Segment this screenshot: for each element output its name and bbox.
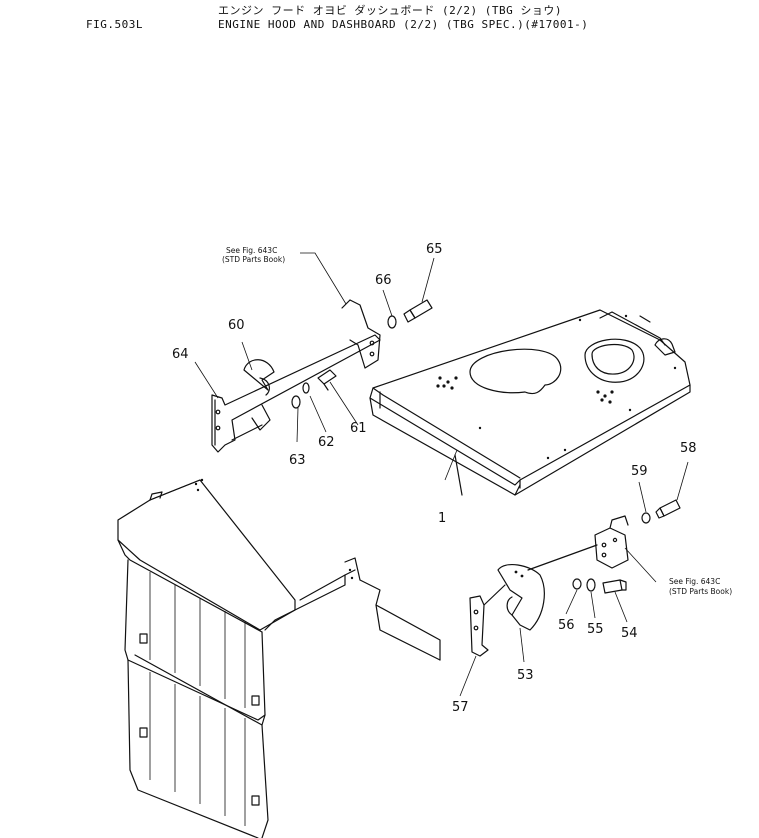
callout-54: 54 <box>621 626 638 641</box>
figure-number: FIG.503L <box>86 18 143 31</box>
reference-notes: See Fig. 643C (STD Parts Book) See Fig. … <box>222 246 732 596</box>
reference-note-upper-line2: (STD Parts Book) <box>222 255 285 264</box>
title-japanese: エンジン フード オヨビ ダッシュボード (2/2) (TBG ショウ) <box>218 4 562 17</box>
callout-labels: 1 53 54 55 56 57 58 59 60 61 62 63 64 65… <box>172 242 697 715</box>
callout-63: 63 <box>289 453 306 468</box>
callout-65: 65 <box>426 242 443 257</box>
callout-56: 56 <box>558 618 575 633</box>
title-english: ENGINE HOOD AND DASHBOARD (2/2) (TBG SPE… <box>218 18 589 31</box>
engine-hood <box>117 478 441 838</box>
callout-61: 61 <box>350 421 367 436</box>
callout-60: 60 <box>228 318 245 333</box>
reference-note-lower-line2: (STD Parts Book) <box>669 587 732 596</box>
callout-66: 66 <box>375 273 392 288</box>
callout-64: 64 <box>172 347 189 362</box>
reference-note-upper-line1: See Fig. 643C <box>226 246 277 255</box>
callout-58: 58 <box>680 441 697 456</box>
dashboard-panel <box>369 309 691 496</box>
upper-left-bracket-assembly <box>211 299 433 453</box>
callout-1: 1 <box>438 511 446 526</box>
callout-59: 59 <box>631 464 648 479</box>
callout-55: 55 <box>587 622 604 637</box>
leader-lines <box>194 252 689 697</box>
reference-note-lower-line1: See Fig. 643C <box>669 577 720 586</box>
callout-57: 57 <box>452 700 469 715</box>
callout-62: 62 <box>318 435 335 450</box>
callout-53: 53 <box>517 668 534 683</box>
lower-right-bracket-assembly <box>469 499 681 657</box>
